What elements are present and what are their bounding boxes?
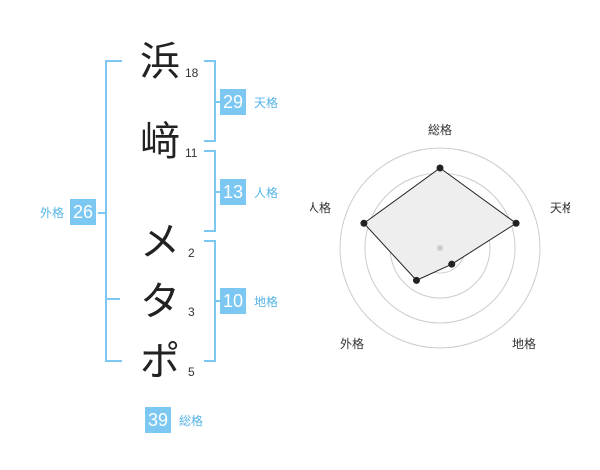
- axis-label-soukaku: 総格: [428, 122, 452, 137]
- gaikaku-label: 外格: [40, 206, 65, 220]
- radar-point-2: [448, 260, 456, 268]
- name-char-2: 﨑: [140, 119, 180, 165]
- jinkaku-bracket: [204, 150, 216, 232]
- soukaku-value: 39: [145, 407, 171, 433]
- tenkaku-bracket: [204, 60, 216, 142]
- chikaku-bracket: [204, 240, 216, 362]
- axis-label-tenkaku: 天格: [550, 200, 570, 215]
- radar-point-3: [412, 276, 420, 284]
- axis-label-jinkaku: 人格: [310, 200, 331, 215]
- jinkaku-label: 人格: [254, 186, 279, 200]
- soukaku-label: 総格: [179, 414, 204, 428]
- gaikaku-value: 26: [70, 199, 96, 225]
- axis-label-chikaku: 地格: [512, 336, 536, 351]
- radar-polygon: [363, 167, 517, 281]
- tenkaku-label: 天格: [254, 96, 279, 110]
- gaikaku-bracket-tick: [105, 298, 120, 300]
- chikaku-value: 10: [220, 288, 246, 314]
- radar-point-4: [360, 219, 368, 227]
- name-char-1: 浜: [140, 39, 180, 85]
- chikaku-label: 地格: [254, 295, 279, 309]
- tenkaku-bracket-connector: [216, 101, 220, 103]
- radar-points: [360, 164, 520, 284]
- radar-center-dot: [437, 245, 443, 251]
- stroke-count-3: 2: [188, 246, 195, 260]
- axis-label-gaikaku: 外格: [340, 336, 364, 351]
- stroke-count-4: 3: [188, 305, 195, 319]
- radar-ring: [339, 147, 541, 349]
- radar-point-0: [436, 164, 444, 172]
- stroke-count-1: 18: [185, 66, 199, 80]
- tenkaku-value: 29: [220, 89, 246, 115]
- gaikaku-bracket-connector: [98, 212, 105, 214]
- jinkaku-value: 13: [220, 179, 246, 205]
- gaikaku-bracket: [105, 60, 122, 362]
- radar-chart: 総格 天格 地格 外格 人格: [310, 122, 570, 351]
- name-char-3: メ: [140, 219, 180, 265]
- name-char-4: タ: [140, 279, 180, 325]
- jinkaku-bracket-connector: [216, 191, 220, 193]
- name-char-5: ポ: [140, 339, 180, 385]
- radar-point-1: [512, 219, 520, 227]
- stroke-count-5: 5: [188, 365, 195, 379]
- stroke-count-2: 11: [185, 146, 198, 160]
- chikaku-bracket-connector: [216, 300, 220, 302]
